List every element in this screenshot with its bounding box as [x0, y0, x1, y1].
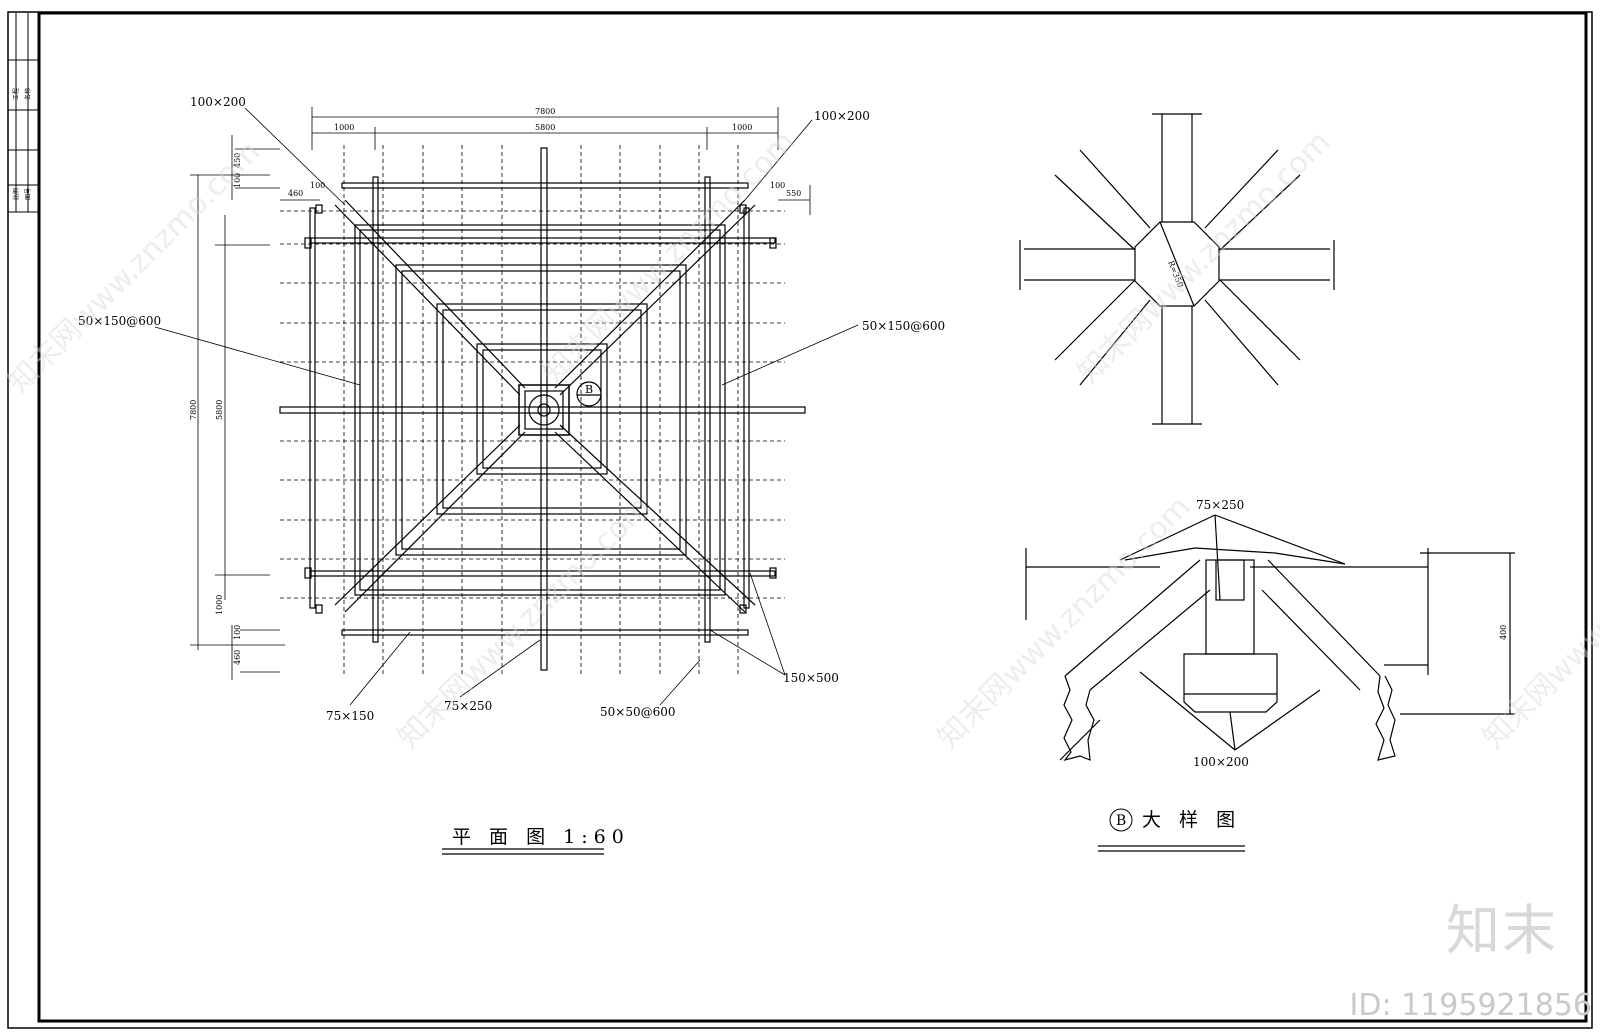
titleblock-cell-3: 比例	[12, 188, 20, 200]
dim-inner-top: 5800	[535, 123, 555, 132]
detail-label-top: 75×250	[1196, 498, 1244, 512]
dim-450-tl: 450	[233, 153, 242, 168]
title-block	[8, 13, 39, 213]
detail-section	[1025, 514, 1515, 762]
dim-100-bl: 100	[233, 625, 242, 640]
plan-label-joist-left: 50×150@600	[78, 314, 161, 328]
dim-100-tr: 100	[770, 181, 785, 190]
dashed-battens-v	[343, 145, 739, 675]
plan-title: 平 面 图 1:60	[452, 826, 630, 848]
detail-title-marker: B	[1116, 813, 1126, 829]
plan-label-post: 150×500	[783, 671, 839, 685]
detail-star	[1019, 113, 1335, 425]
detail-label-height: 400	[1499, 625, 1508, 640]
watermark-text-3: 知末网www.znzmo.com	[1071, 124, 1337, 390]
detail-label-bottom: 100×200	[1193, 755, 1249, 769]
dim-side-left-top: 1000	[334, 123, 354, 132]
plan-label-rafter-75x150: 75×150	[326, 709, 374, 723]
plan-view	[279, 145, 806, 675]
dim-overall-left: 7800	[189, 400, 198, 420]
plan-leaders	[154, 107, 859, 706]
dim-side-right-top: 1000	[732, 123, 752, 132]
title-underlines	[442, 845, 1245, 855]
titleblock-cell-4: 图号	[25, 188, 32, 200]
dim-460-tl: 460	[288, 189, 303, 198]
plan-dimensions	[190, 107, 811, 680]
dim-inner-left: 5800	[215, 400, 224, 420]
dashed-battens-h	[280, 210, 785, 599]
dim-550-tr: 550	[786, 189, 801, 198]
dim-overall-top: 7800	[535, 107, 555, 116]
watermark-text-6: 知末网www.znzmo.com	[1476, 489, 1600, 755]
plan-label-rafter-75x250: 75×250	[444, 699, 492, 713]
plan-section-marker: B	[585, 383, 593, 396]
plan-label-joist-right: 50×150@600	[862, 319, 945, 333]
detail-title-marker-circle	[1109, 808, 1133, 832]
plan-label-beam-tr: 100×200	[814, 109, 870, 123]
detail-title: 大 样 图	[1142, 809, 1241, 831]
inner-border	[37, 11, 1588, 1023]
plan-label-beam-tl: 100×200	[190, 95, 246, 109]
dim-100-tl: 100	[310, 181, 325, 190]
dim-left-bottom: 1000	[215, 595, 224, 615]
titleblock-cell-1: 工程	[12, 88, 20, 100]
plan-label-batten: 50×50@600	[600, 705, 676, 719]
watermark-text-1: 知末网www.znzmo.com	[1, 134, 267, 400]
watermark-text-5: 知末网www.znzmo.com	[931, 489, 1197, 755]
titleblock-cell-2: 名称	[24, 88, 32, 100]
dim-100-tl2: 100	[233, 173, 242, 188]
watermark-text-2: 知末网www.znzmo.com	[536, 124, 802, 390]
watermark-brand: 知末	[1446, 899, 1558, 962]
watermark-id: ID: 1195921856	[1349, 988, 1592, 1023]
dim-460-bl: 460	[233, 650, 242, 665]
